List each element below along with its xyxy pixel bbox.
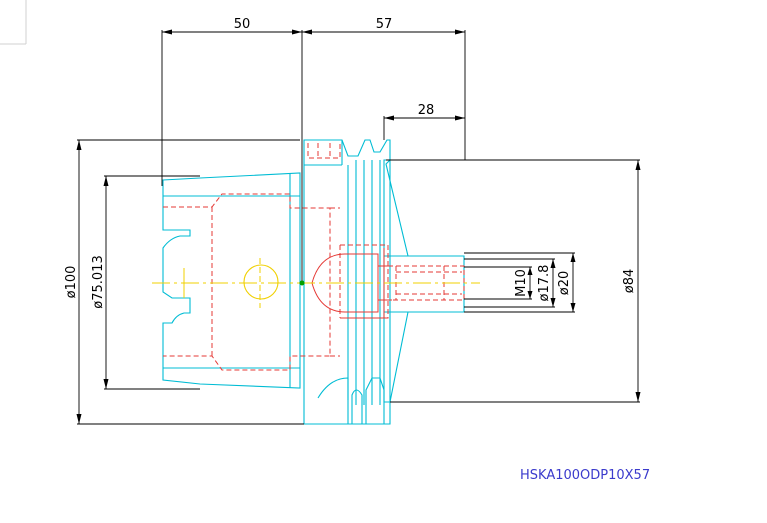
part-code-label: HSKA100ODP10X57 bbox=[520, 468, 650, 483]
dim-dia-flange: ø75.013 bbox=[91, 255, 106, 308]
dim-length-right: 57 bbox=[376, 17, 393, 32]
dim-length-left: 50 bbox=[234, 17, 251, 32]
dim-dia-shank: ø20 bbox=[557, 271, 572, 296]
dim-dia-outer: ø100 bbox=[64, 266, 79, 299]
gauge-circle bbox=[243, 264, 279, 300]
hsk-shank-outline bbox=[162, 172, 301, 389]
frame-corner bbox=[0, 0, 27, 45]
center-mark bbox=[299, 280, 305, 286]
flange-lower-groove bbox=[317, 377, 349, 424]
shank-internal-cavity bbox=[163, 193, 331, 371]
dim-dia-body: ø84 bbox=[622, 269, 637, 294]
tool-holder-outline bbox=[162, 139, 465, 425]
dim-length-tip: 28 bbox=[418, 103, 435, 118]
flange-outline bbox=[303, 139, 391, 425]
dim-thread: M10 bbox=[514, 269, 529, 297]
nose-cone-outline bbox=[383, 159, 465, 403]
dimension-arrows bbox=[76, 29, 641, 424]
flange-key-slot bbox=[307, 143, 341, 159]
dim-dia-bore: ø17.8 bbox=[537, 265, 552, 302]
dimension-lines bbox=[77, 30, 640, 425]
centerlines bbox=[152, 258, 480, 308]
